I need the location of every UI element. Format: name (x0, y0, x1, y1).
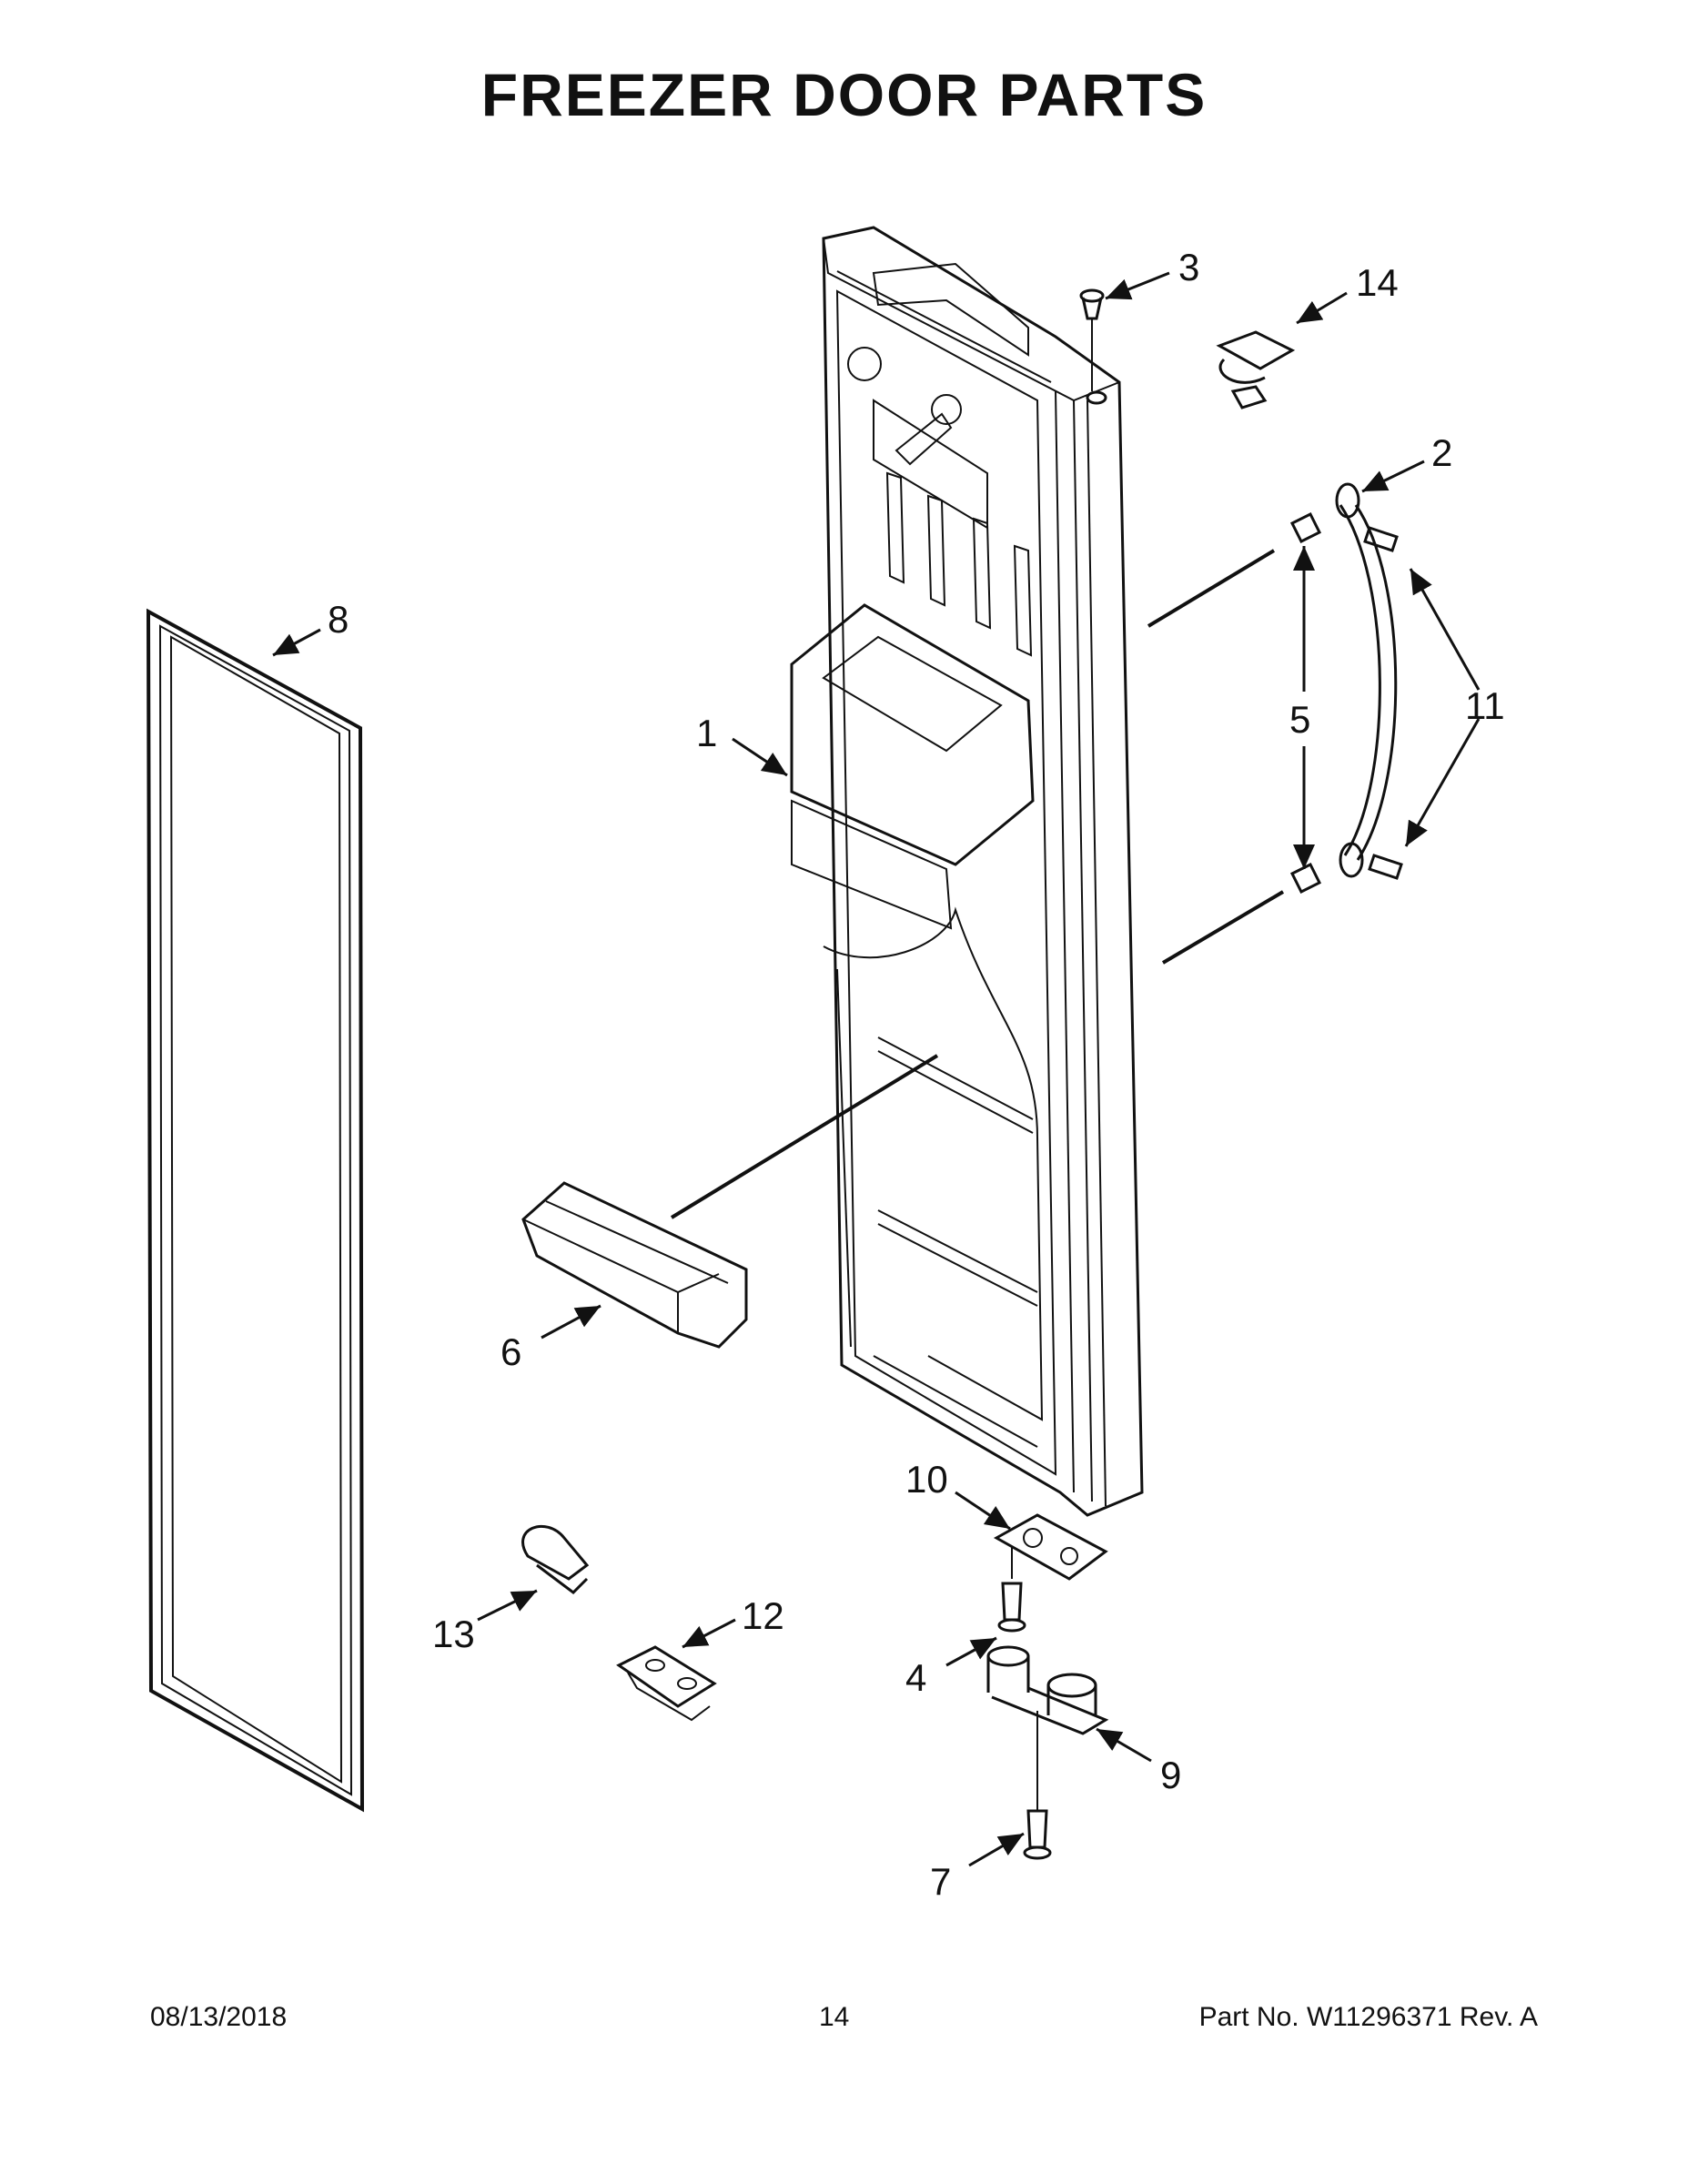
bottom-hinge-part-9 (986, 1645, 1109, 1811)
callout-11: 11 (1465, 684, 1505, 727)
hinge-screw-part-4 (997, 1547, 1026, 1633)
callout-10: 10 (905, 1458, 948, 1501)
callout-7: 7 (930, 1860, 951, 1903)
door-gasket-part-8 (146, 608, 365, 1813)
hinge-plate-part-12 (616, 1645, 717, 1722)
handle-leader-top (1147, 549, 1276, 628)
callout-13: 13 (432, 1613, 475, 1655)
footer-date: 08/13/2018 (150, 2002, 288, 2032)
handle-leader-bottom (1161, 890, 1285, 965)
callout-12: 12 (742, 1594, 784, 1637)
callout-9: 9 (1160, 1754, 1181, 1796)
hinge-screw-part-7 (1023, 1809, 1052, 1860)
callout-14: 14 (1356, 261, 1399, 304)
callout-1: 1 (696, 712, 717, 754)
door-bin-part-6 (521, 1181, 748, 1349)
footer-page-number: 14 (819, 2002, 850, 2032)
hinge-plug-part-3 (1079, 288, 1107, 405)
callout-8: 8 (328, 598, 349, 641)
page-title: FREEZER DOOR PARTS (480, 61, 1208, 128)
leader-arrows (272, 271, 1481, 1867)
door-handle-part-2 (1335, 482, 1398, 878)
shim-clip-part-13 (521, 1524, 590, 1594)
callout-5: 5 (1289, 698, 1310, 741)
callout-6: 6 (500, 1330, 521, 1373)
set-screws-part-11 (1363, 526, 1403, 880)
callout-4: 4 (905, 1656, 926, 1699)
callout-2: 2 (1431, 431, 1452, 474)
hinge-cover-part-10 (993, 1513, 1108, 1581)
callout-3: 3 (1178, 246, 1199, 288)
footer-part-number: Part No. W11296371 Rev. A (1198, 2002, 1538, 2032)
wire-harness-part-14 (1216, 330, 1296, 410)
bin-leader-line (670, 1054, 939, 1219)
door-assembly-part-1 (790, 226, 1144, 1517)
